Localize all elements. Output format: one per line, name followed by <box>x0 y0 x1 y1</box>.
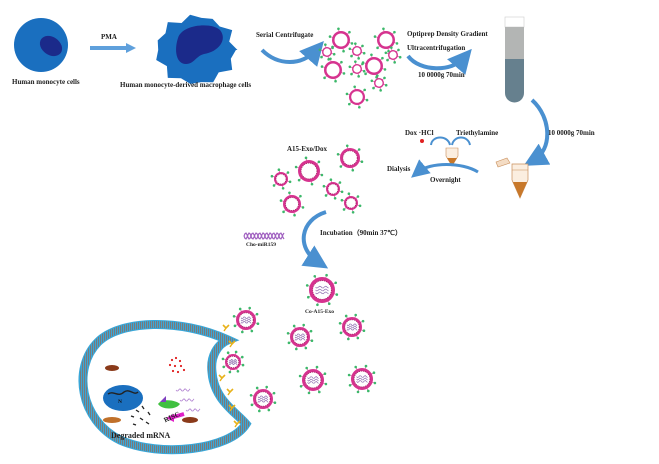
label-speed-2: 10 0000g 70min <box>548 129 595 137</box>
mirna-helix-icon <box>243 232 285 240</box>
exosome-icon <box>294 156 324 186</box>
exosome-icon <box>221 350 245 374</box>
exosome-icon <box>340 192 362 214</box>
label-monocyte: Human monocyte cells <box>12 78 80 86</box>
label-nucleus: N <box>118 399 122 405</box>
exosome-icon <box>286 323 314 351</box>
label-triethylamine: Triethylamine <box>456 129 499 137</box>
exosome-icon <box>347 364 377 394</box>
exosome-icon <box>322 178 344 200</box>
cell-receptors <box>218 324 241 428</box>
exosome-icon <box>249 385 277 413</box>
exosome-icon <box>384 46 402 64</box>
pma-arrow-icon <box>90 43 136 53</box>
target-cell-icon <box>78 320 252 455</box>
label-ultracentrifugation: Ultracentrifugation <box>407 44 466 52</box>
exosome-icon <box>279 191 305 217</box>
exosome-icon <box>305 273 339 307</box>
exosome-icon <box>320 57 346 83</box>
dox-reaction-icon <box>411 136 479 178</box>
exosome-icon <box>298 365 328 395</box>
label-incubation: Incubation（90min 37℃） <box>320 229 402 237</box>
label-serial-centrifugate: Serial Centrifugate <box>256 31 314 39</box>
optiprep-arrow-icon <box>406 48 472 75</box>
label-a15-exo-dox: A15-Exo/Dox <box>287 145 328 153</box>
label-dox-hcl: Dox ·HCl <box>405 129 434 137</box>
exosome-icon <box>373 27 399 53</box>
eppendorf-tube-large-icon <box>495 157 529 199</box>
exosome-icon <box>348 60 366 78</box>
exosome-icon <box>338 313 366 341</box>
exosome-icon <box>361 53 387 79</box>
exosome-icon <box>328 27 354 53</box>
exosome-icon <box>345 85 369 109</box>
exosome-icon <box>270 168 292 190</box>
exosome-icon <box>232 306 260 334</box>
label-pma: PMA <box>101 33 117 41</box>
exosome-icon <box>318 43 336 61</box>
exosome-icon <box>370 74 388 92</box>
monocyte-cell-icon <box>14 18 68 72</box>
incubation-arrow-icon <box>301 210 329 269</box>
centrifugate-arrow-icon <box>260 40 324 67</box>
exosome-cluster-crude <box>318 27 402 109</box>
exosome-icon <box>348 42 366 60</box>
label-co-a15-exo: Co-A15-Exo <box>305 309 335 315</box>
label-dialysis: Dialysis <box>387 165 411 173</box>
label-degraded-mrna: Degraded mRNA <box>111 431 171 440</box>
label-optiprep: Optiprep Density Gradient <box>407 30 488 38</box>
label-macrophage: Human monocyte-derived macrophage cells <box>120 81 252 89</box>
macrophage-cell-icon <box>156 14 238 84</box>
label-cho-mir159: Cho-miR159 <box>246 242 276 248</box>
ultracentrifuge-arrow-icon <box>523 98 551 166</box>
density-gradient-tube-icon <box>504 16 525 103</box>
exosome-icon <box>336 144 364 172</box>
label-overnight: Overnight <box>430 176 461 184</box>
exosome-cluster-a15-dox <box>270 144 364 217</box>
label-speed-1: 10 0000g 70min <box>418 71 465 79</box>
